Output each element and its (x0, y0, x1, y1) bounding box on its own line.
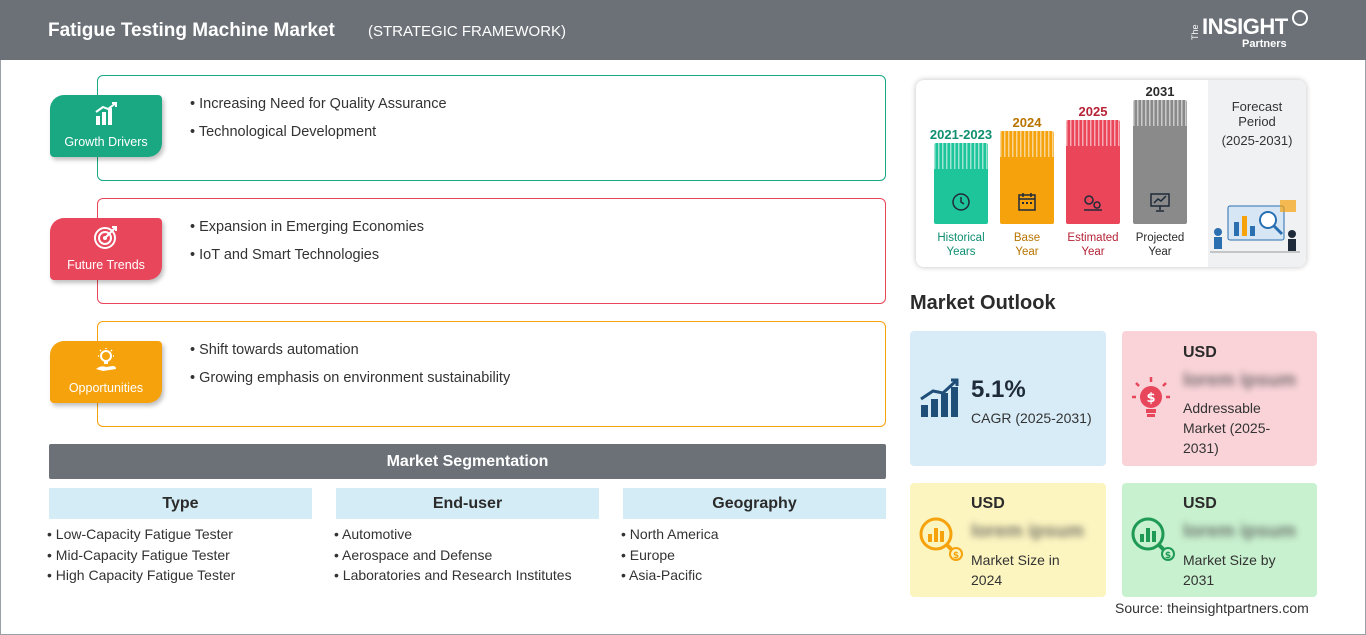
addressable-value: lorem ipsum (1183, 370, 1296, 391)
segment-type-heading: Type (49, 488, 312, 519)
future-trends-box (97, 198, 886, 304)
list-item: • Shift towards automation (190, 342, 359, 358)
segment-type-list: • Low-Capacity Fatigue Tester • Mid-Capa… (47, 526, 235, 588)
growth-chart-icon (920, 378, 959, 417)
timeline-bar-3 (1133, 100, 1187, 224)
size-2031-value: lorem ipsum (1183, 521, 1296, 542)
svg-text:$: $ (953, 551, 959, 561)
list-item: • Asia-Pacific (621, 567, 703, 583)
list-item: • Automotive (334, 526, 413, 542)
list-item: • Laboratories and Research Institutes (334, 567, 572, 583)
list-item: • IoT and Smart Technologies (190, 247, 380, 263)
market-size-2024-card: $ USD lorem ipsum Market Size in 2024 (910, 483, 1106, 597)
timeline-year-2: 2025 (1078, 104, 1108, 119)
gears-icon (1084, 195, 1102, 211)
magnifier-chart-icon: $ (919, 517, 963, 561)
list-item: • Low-Capacity Fatigue Tester (47, 526, 233, 542)
market-segmentation-header: Market Segmentation (49, 444, 886, 479)
addressable-desc-line1: Addressable (1183, 400, 1261, 416)
addressable-market-card: $ USD lorem ipsum Addressable Market (20… (1122, 331, 1317, 466)
list-item: • High Capacity Fatigue Tester (47, 567, 236, 583)
source-credit[interactable]: Source: theinsightpartners.com (1115, 600, 1309, 616)
addressable-currency: USD (1183, 344, 1217, 361)
page-subtitle: (STRATEGIC FRAMEWORK) (368, 23, 567, 40)
cagr-value: 5.1% (971, 376, 1026, 403)
size-2031-desc-line1: Market Size by (1183, 552, 1276, 568)
segment-geography-list: • North America • Europe • Asia-Pacific (621, 526, 719, 588)
growth-drivers-badge: Growth Drivers (50, 95, 162, 157)
timeline-bar-0 (934, 143, 988, 224)
growth-chart-icon (95, 102, 117, 125)
segment-end-user-heading: End-user (336, 488, 599, 519)
cagr-label: CAGR (2025-2031) (971, 410, 1092, 426)
addressable-desc-line3: 2031) (1183, 440, 1219, 456)
presentation-icon (1150, 193, 1170, 212)
logo-the-text: The (1190, 24, 1200, 40)
target-icon (94, 226, 117, 249)
timeline-bar-1 (1000, 131, 1054, 224)
growth-drivers-list: • Increasing Need for Quality Assurance … (190, 96, 447, 152)
opportunities-label: Opportunities (68, 381, 144, 395)
logo-ring-icon (1292, 10, 1308, 26)
list-item: • Mid-Capacity Fatigue Tester (47, 546, 230, 563)
opportunities-list: • Shift towards automation • Growing emp… (190, 342, 510, 398)
forecast-label-line2: Period (1238, 114, 1276, 129)
list-item: • North America (621, 526, 719, 542)
opportunities-badge: Opportunities (50, 341, 162, 403)
svg-text:$: $ (1146, 391, 1155, 406)
size-2024-desc-line2: 2024 (971, 572, 1003, 588)
segment-end-user-list: • Automotive • Aerospace and Defense • L… (334, 526, 572, 588)
size-2024-value: lorem ipsum (971, 521, 1084, 542)
segment-geography-heading: Geography (623, 488, 886, 519)
lightbulb-hand-icon (96, 348, 116, 371)
market-size-2031-card: $ USD lorem ipsum Market Size by 2031 (1122, 483, 1317, 597)
dollar-bulb-icon: $ (1132, 377, 1170, 417)
list-item: • Increasing Need for Quality Assurance (190, 96, 447, 112)
timeline-year-1: 2024 (1012, 115, 1042, 130)
list-item: • Europe (621, 546, 675, 563)
page-title: Fatigue Testing Machine Market (48, 20, 335, 41)
logo-insight-text: INSIGHT (1202, 14, 1288, 39)
insight-partners-logo[interactable]: The INSIGHT Partners (1190, 10, 1320, 54)
list-item: • Technological Development (190, 124, 377, 140)
size-2024-currency: USD (971, 495, 1005, 512)
list-item: • Growing emphasis on environment sustai… (190, 370, 511, 386)
header-bar: Fatigue Testing Machine Market (STRATEGI… (0, 0, 1366, 60)
market-outlook-title: Market Outlook (910, 292, 1056, 314)
addressable-desc-line2: Market (2025- (1183, 420, 1271, 436)
magnifier-chart-icon: $ (1131, 517, 1175, 561)
timeline-year-0: 2021-2023 (929, 127, 993, 142)
future-trends-badge: Future Trends (50, 218, 162, 280)
growth-drivers-label: Growth Drivers (64, 135, 148, 149)
future-trends-label: Future Trends (67, 258, 145, 272)
cagr-card: 5.1% CAGR (2025-2031) (910, 331, 1106, 466)
clock-icon (952, 193, 970, 211)
size-2024-desc-line1: Market Size in (971, 552, 1060, 568)
size-2031-currency: USD (1183, 495, 1217, 512)
analytics-people-icon (1210, 200, 1300, 253)
forecast-label-line1: Forecast (1231, 99, 1283, 114)
list-item: • Aerospace and Defense (334, 546, 493, 563)
svg-text:$: $ (1165, 551, 1171, 561)
timeline-year-3: 2031 (1145, 84, 1175, 99)
future-trends-list: • Expansion in Emerging Economies • IoT … (190, 219, 424, 275)
timeline-bar-2 (1066, 120, 1120, 224)
list-item: • Expansion in Emerging Economies (190, 219, 424, 235)
forecast-label-range: (2025-2031) (1221, 133, 1293, 148)
opportunities-box (97, 321, 886, 427)
logo-partners-text: Partners (1242, 38, 1287, 50)
calendar-icon (1018, 193, 1036, 211)
size-2031-desc-line2: 2031 (1183, 572, 1215, 588)
